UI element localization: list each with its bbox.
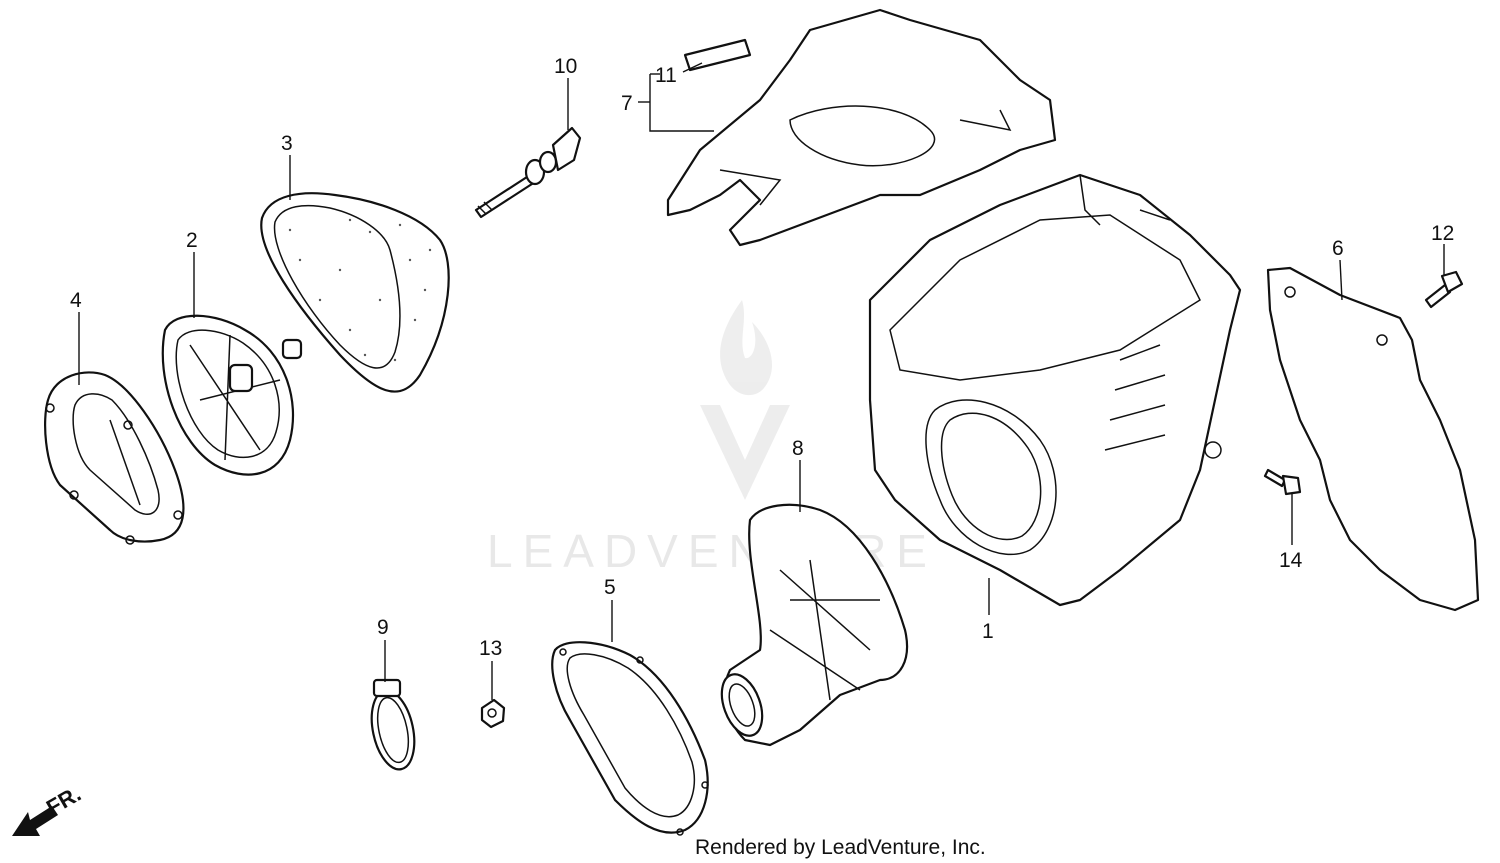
part-3-foam-filter[interactable]	[260, 192, 450, 393]
callouts: 3 2 4 10 11 7 6 12 8 14 5 1 9 13	[70, 55, 1454, 660]
part-1-air-box[interactable]	[868, 173, 1242, 607]
footer-credit: Rendered by LeadVenture, Inc.	[695, 836, 986, 859]
part-6-side-plate[interactable]	[1266, 266, 1480, 612]
callout-10: 10	[554, 55, 577, 78]
part-8-intake-boot[interactable]	[714, 503, 909, 747]
part-10-wing-bolt[interactable]	[474, 126, 582, 219]
part-13-nut[interactable]	[480, 698, 506, 729]
front-arrow-icon	[12, 806, 58, 836]
callout-7: 7	[621, 92, 633, 115]
callout-13: 13	[479, 637, 502, 660]
front-direction-indicator: FR.	[12, 781, 85, 836]
leader-lines	[78, 62, 1445, 700]
callout-6: 6	[1332, 237, 1344, 260]
callout-5: 5	[604, 576, 616, 599]
callout-11: 11	[655, 64, 677, 87]
callout-3: 3	[281, 132, 293, 155]
part-2-filter-cage[interactable]	[161, 314, 303, 476]
part-5-gasket[interactable]	[551, 641, 709, 836]
callout-12: 12	[1431, 222, 1454, 245]
callout-9: 9	[377, 616, 389, 639]
callout-2: 2	[186, 229, 198, 252]
callout-1: 1	[982, 620, 994, 643]
callout-4: 4	[70, 289, 82, 312]
part-9-hose-clamp[interactable]	[365, 678, 421, 773]
part-4-holder-plate[interactable]	[44, 371, 185, 545]
part-14-bolt[interactable]	[1263, 468, 1302, 496]
part-12-bolt[interactable]	[1424, 270, 1464, 309]
callout-8: 8	[792, 437, 804, 460]
part-7-upper-cover[interactable]	[666, 8, 1057, 247]
callout-14: 14	[1279, 549, 1303, 572]
